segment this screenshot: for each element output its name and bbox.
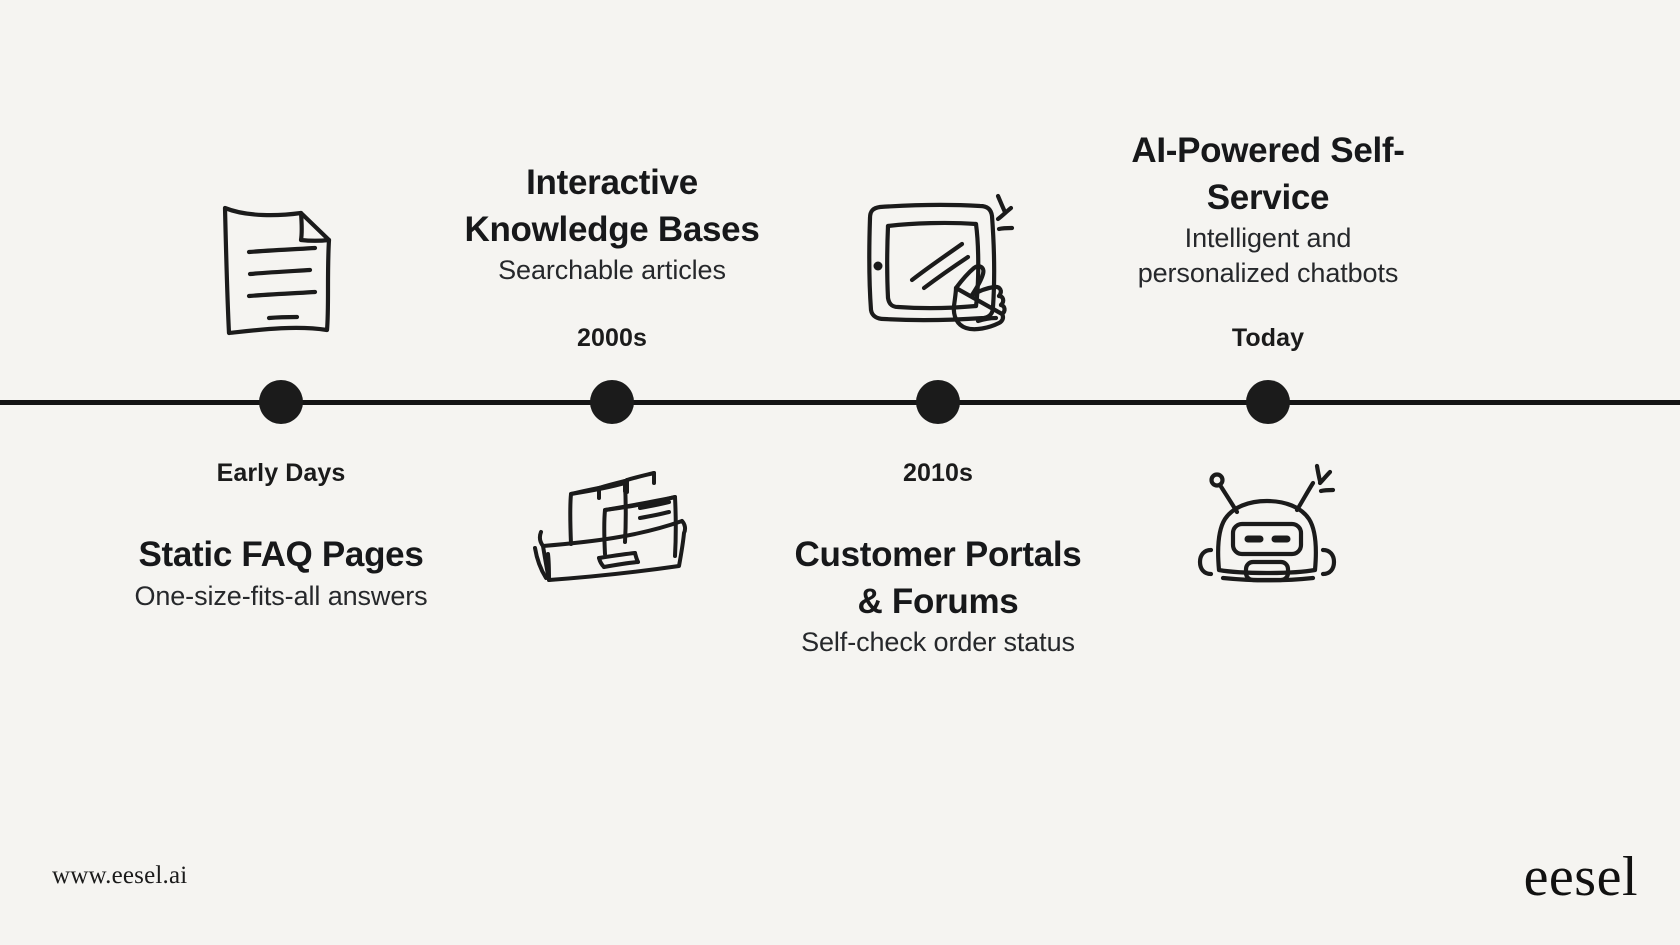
timeline-dot-2010s [916,380,960,424]
era-text: Today [1231,324,1305,352]
milestone-early-days: Static FAQ Pages One-size-fits-all answe… [131,532,431,613]
milestone-subtitle: Intelligent and personalized chatbots [1137,223,1399,288]
milestone-title: Customer Portals & Forums [794,535,1082,621]
era-text: Early Days [216,459,346,487]
milestone-subtitle: Self-check order status [801,627,1075,658]
milestone-subtitle: Searchable articles [498,255,726,286]
robot-icon [1118,452,1418,592]
milestone-today: AI-Powered Self-Service Intelligent and … [1118,128,1418,290]
tablet-touch-icon [788,188,1088,343]
file-box-icon [462,462,762,587]
milestone-title: Interactive Knowledge Bases [464,163,760,249]
milestone-title: AI-Powered Self-Service [1131,131,1405,217]
era-text: 2000s [576,324,648,352]
document-icon [131,190,431,340]
site-url[interactable]: www.eesel.ai [52,862,188,889]
timeline-axis [0,400,1680,405]
milestone-title: Static FAQ Pages [138,535,424,574]
timeline-dot-today [1246,380,1290,424]
timeline-dot-early-days [259,380,303,424]
era-label-2010s: 2010s [788,459,1088,488]
milestone-2000s: Interactive Knowledge Bases Searchable a… [462,160,762,288]
milestone-subtitle: One-size-fits-all answers [134,580,428,611]
brand-logo: eesel [1523,846,1638,908]
timeline-dot-2000s [590,380,634,424]
milestone-2010s: Customer Portals & Forums Self-check ord… [788,532,1088,660]
era-text: 2010s [902,459,974,487]
era-label-today: Today [1118,324,1418,353]
era-label-2000s: 2000s [462,324,762,353]
era-label-early-days: Early Days [131,459,431,488]
